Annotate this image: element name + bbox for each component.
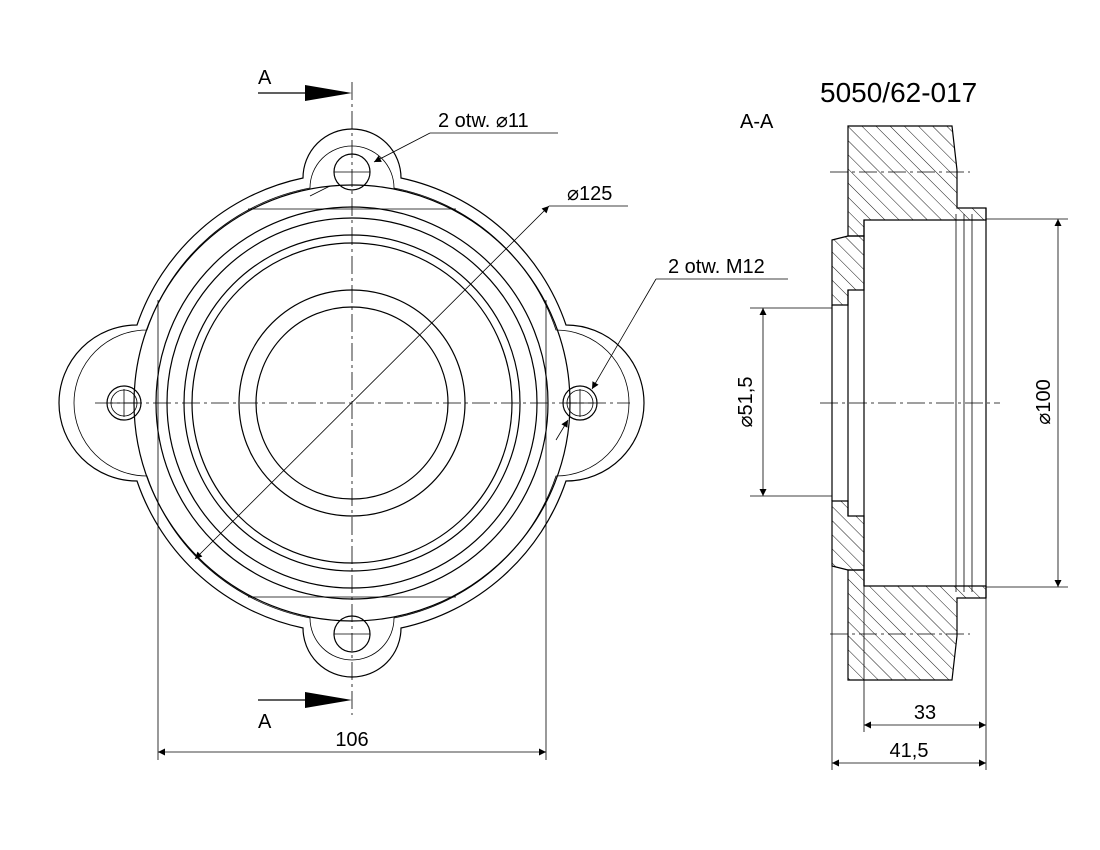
section-hatch-bottom [847, 569, 987, 681]
section-hatch-web-bottom [831, 500, 865, 571]
flange-outline [58, 128, 645, 678]
dimension-100: ⌀100 [1033, 379, 1055, 424]
section-mark-bottom: A [258, 711, 272, 733]
left-threaded-hole [106, 385, 142, 421]
drawing-number: 5050/62-017 [820, 77, 977, 108]
dimension-41-5: 41,5 [890, 740, 929, 762]
dimension-33: 33 [914, 702, 936, 724]
section-hatch-web-top [831, 235, 865, 306]
section-arrow-top [305, 85, 352, 101]
section-view: 5050/62-017 A-A ⌀51,5 ⌀100 [735, 77, 1068, 770]
section-mark-top: A [258, 67, 272, 89]
section-title: A-A [740, 111, 774, 133]
dimension-51-5: ⌀51,5 [735, 377, 757, 428]
callout-holes-m12: 2 otw. M12 [668, 256, 765, 278]
section-hatch-top [847, 125, 987, 237]
front-view: A A 2 otw. ⌀11 ⌀125 2 otw. M12 106 [58, 67, 788, 760]
right-threaded-hole [562, 385, 598, 421]
callout-holes-11: 2 otw. ⌀11 [438, 110, 529, 132]
dimension-106: 106 [335, 729, 368, 751]
section-arrow-bottom [305, 692, 352, 708]
callout-diameter-125: ⌀125 [567, 183, 612, 205]
